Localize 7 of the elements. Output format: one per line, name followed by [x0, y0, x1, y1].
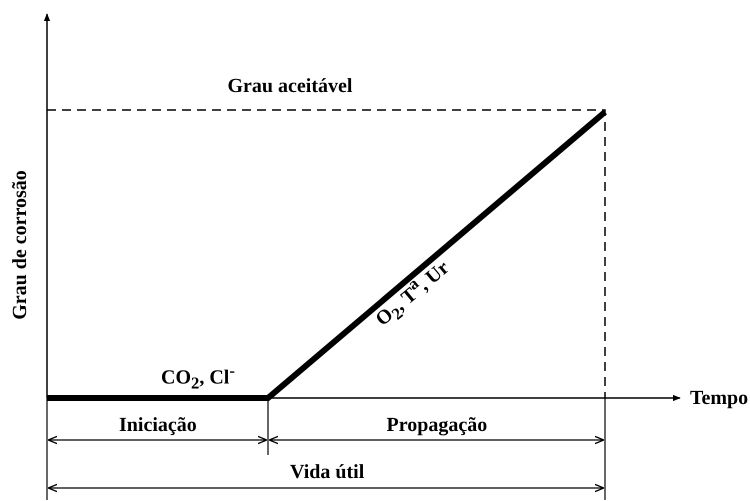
dimension-label: Vida útil [290, 461, 364, 483]
reference-label: Grau aceitável [228, 75, 352, 97]
axis-title: Grau de corrosão [8, 170, 31, 320]
curve-label: CO$_{2}$, Cl$^{-}$ [161, 360, 235, 394]
axis-title: Tempo [690, 387, 748, 409]
dimension-label: Propagação [386, 414, 488, 436]
dimension-label: Iniciação [119, 414, 197, 436]
